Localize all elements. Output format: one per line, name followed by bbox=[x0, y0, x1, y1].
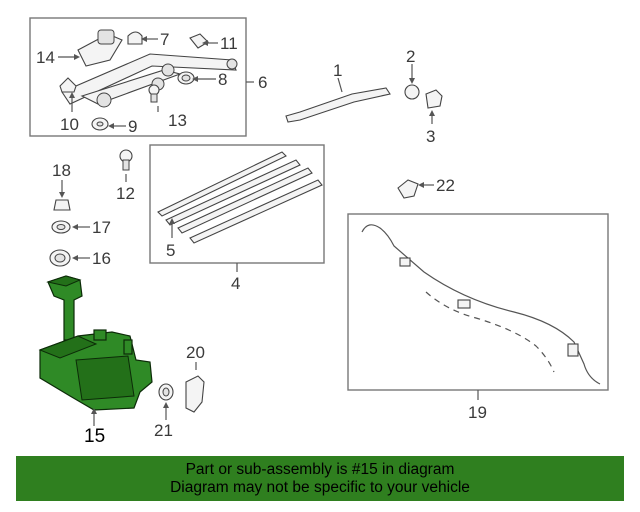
grommet-16 bbox=[49, 249, 71, 267]
callout-2: 2 bbox=[406, 47, 415, 66]
washer-hoses bbox=[361, 224, 601, 385]
cap-7 bbox=[127, 31, 143, 45]
clip-11 bbox=[189, 33, 209, 49]
callout-19: 19 bbox=[468, 403, 487, 422]
callout-13: 13 bbox=[168, 111, 187, 130]
washer-reservoir-15 bbox=[38, 275, 153, 411]
callout-14: 14 bbox=[36, 48, 55, 67]
callout-5: 5 bbox=[166, 241, 175, 260]
callout-15: 15 bbox=[84, 426, 105, 447]
wiper-motor bbox=[77, 29, 123, 67]
seal-17 bbox=[51, 220, 71, 234]
grommet-8 bbox=[177, 71, 195, 85]
bushing-9 bbox=[91, 117, 109, 131]
bushing-10 bbox=[59, 77, 77, 93]
callout-22: 22 bbox=[436, 176, 455, 195]
banner-line-1: Part or sub-assembly is #15 in diagram bbox=[185, 461, 455, 478]
callout-10: 10 bbox=[60, 115, 79, 134]
info-banner: Part or sub-assembly is #15 in diagram D… bbox=[16, 456, 624, 501]
callout-3: 3 bbox=[426, 127, 435, 146]
banner-line-2: Diagram may not be specific to your vehi… bbox=[170, 479, 470, 496]
callout-7: 7 bbox=[160, 30, 169, 49]
callout-20: 20 bbox=[186, 343, 205, 362]
callout-12: 12 bbox=[116, 184, 135, 203]
hose-group-box bbox=[347, 213, 609, 391]
callout-1: 1 bbox=[333, 61, 342, 80]
callout-6: 6 bbox=[258, 73, 267, 92]
wiper-blades bbox=[157, 151, 323, 244]
callout-11: 11 bbox=[220, 34, 238, 53]
cover-3 bbox=[425, 89, 443, 109]
filter-18 bbox=[53, 199, 71, 211]
callout-9: 9 bbox=[128, 117, 137, 136]
bolt-13 bbox=[148, 84, 160, 103]
linkage-group-box bbox=[29, 17, 247, 137]
callout-16: 16 bbox=[92, 249, 111, 268]
callout-4: 4 bbox=[231, 274, 240, 293]
screw-12 bbox=[119, 149, 133, 171]
washer-nozzle-22 bbox=[397, 179, 419, 199]
nut-cap-2 bbox=[404, 84, 420, 100]
grommet-21 bbox=[158, 383, 174, 401]
callout-8: 8 bbox=[218, 70, 227, 89]
callout-21: 21 bbox=[154, 421, 173, 440]
washer-pump-20 bbox=[185, 375, 205, 413]
wiper-linkage bbox=[61, 53, 238, 108]
wiper-arm bbox=[285, 87, 391, 123]
callout-18: 18 bbox=[52, 161, 71, 180]
callout-17: 17 bbox=[92, 218, 111, 237]
